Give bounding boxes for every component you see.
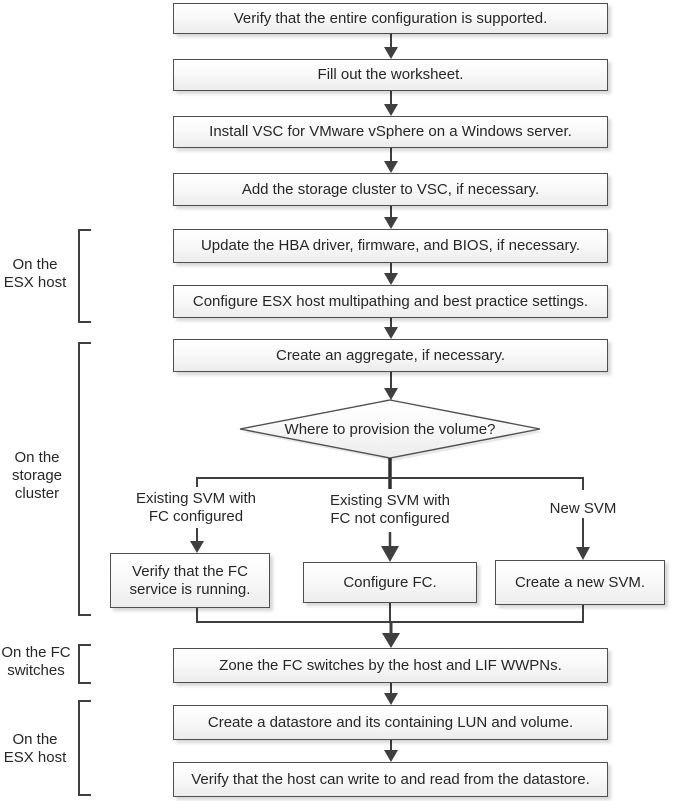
branch-label-new-svm: New SVM	[549, 499, 617, 517]
decision-label: Where to provision the volume?	[284, 420, 496, 438]
bracket-storage-cluster	[78, 342, 91, 616]
step-box-fill-worksheet: Fill out the worksheet.	[173, 59, 608, 91]
bracket-esx-host-top	[78, 229, 91, 323]
step-box-configure-multipathing: Configure ESX host multipathing and best…	[173, 285, 608, 318]
side-label-fc-switches: On the FC switches	[1, 643, 71, 679]
step-box-install-vsc: Install VSC for VMware vSphere on a Wind…	[173, 116, 608, 148]
bracket-fc-switches	[78, 644, 91, 684]
bracket-esx-host-bottom	[78, 700, 91, 796]
step-box-update-hba: Update the HBA driver, firmware, and BIO…	[173, 229, 608, 263]
branch-box-verify-fc-service: Verify that the FC service is running.	[110, 553, 270, 608]
branch-label-existing-fc: Existing SVM with FC configured	[135, 489, 257, 525]
branch-label-existing-no-fc: Existing SVM with FC not configured	[329, 491, 451, 527]
step-box-zone-fc-switches: Zone the FC switches by the host and LIF…	[173, 648, 608, 683]
step-box-verify-config: Verify that the entire configuration is …	[173, 3, 608, 34]
step-box-create-aggregate: Create an aggregate, if necessary.	[173, 339, 608, 372]
side-label-storage-cluster: On the storage cluster	[11, 448, 63, 503]
step-box-verify-datastore: Verify that the host can write to and re…	[173, 762, 608, 797]
side-label-esx-host-bottom: On the ESX host	[3, 730, 67, 766]
converge-arrowhead	[382, 633, 400, 648]
side-label-esx-host-top: On the ESX host	[3, 255, 67, 291]
step-box-create-datastore: Create a datastore and its containing LU…	[173, 705, 608, 740]
step-box-add-cluster-vsc: Add the storage cluster to VSC, if neces…	[173, 173, 608, 206]
branch-box-create-svm: Create a new SVM.	[495, 560, 665, 605]
side-brackets	[78, 229, 91, 796]
branch-box-configure-fc: Configure FC.	[303, 562, 477, 603]
